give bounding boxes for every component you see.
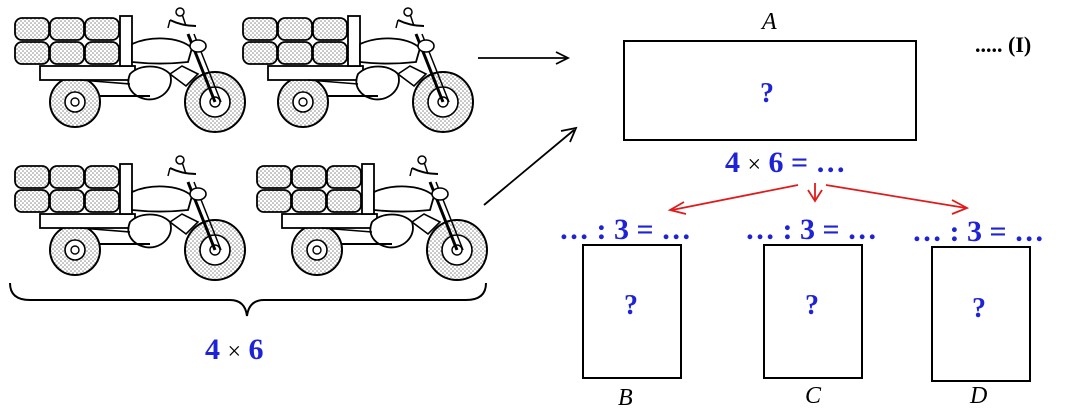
series-marker: ..... (I) [975,32,1032,57]
left-expression-a: 4 [205,333,220,366]
red-arrow-right [825,184,967,209]
motorcycle-4 [255,154,489,282]
arrow-bottom [483,129,575,206]
curly-brace [9,282,487,317]
box-b-content: ? [624,290,638,321]
box-c-label: C [805,383,822,409]
motorcycle-2 [241,6,475,134]
box-a-label: A [762,9,777,35]
box-b [582,244,682,379]
red-arrow-left [671,184,799,211]
box-d-label: D [970,383,988,409]
left-expression: 4 × 6 [205,335,264,365]
middle-expression-rest-b: 6 [768,146,784,179]
box-a [623,40,917,141]
box-a-content: ? [760,78,774,109]
box-b-label: B [618,385,633,411]
left-expression-op: × [227,339,242,365]
division-expression-d: … : 3 = … [912,215,1045,248]
middle-expression: 4 × 6 = … [725,148,846,178]
box-d [931,246,1031,382]
motorcycle-1 [13,6,247,134]
box-d-content: ? [972,293,986,324]
division-expression-b: … : 3 = … [559,213,692,246]
box-c [763,244,863,379]
middle-expression-a: 4 [725,146,740,179]
left-expression-b: 6 [248,333,264,366]
middle-expression-op: × [747,152,762,178]
division-expression-c: … : 3 = … [745,213,878,246]
box-c-content: ? [805,290,819,321]
middle-expression-rest: = … [783,146,846,179]
motorcycle-3 [13,154,247,282]
